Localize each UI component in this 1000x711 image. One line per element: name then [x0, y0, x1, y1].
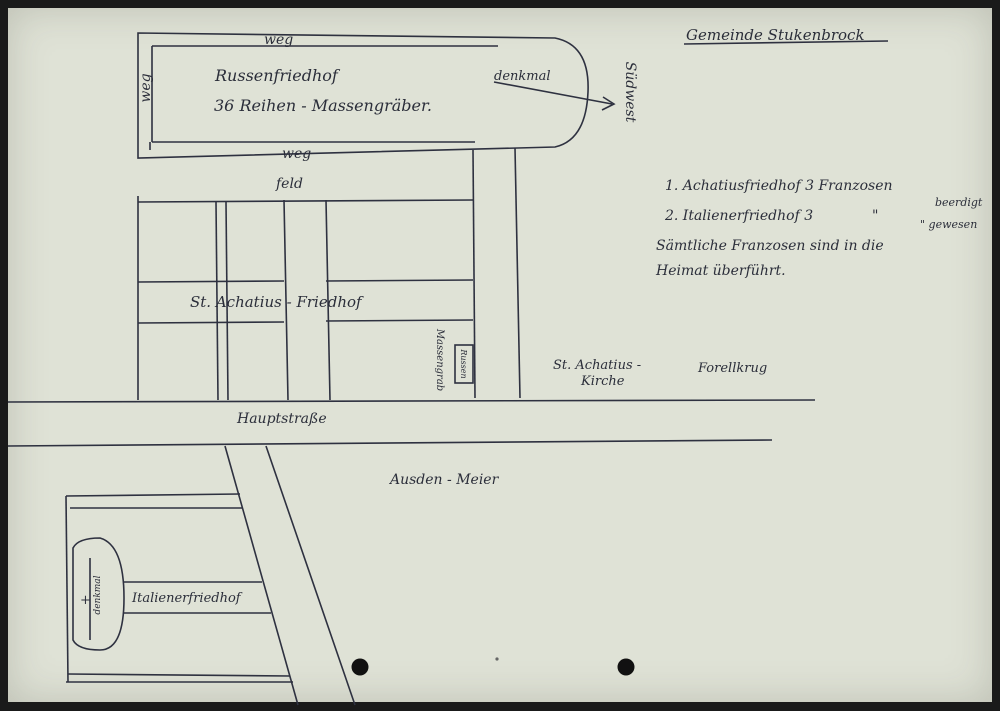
weg-top-label: weg [264, 32, 293, 48]
italienerfriedhof-block [65, 493, 293, 683]
denkmal-label: denkmal [494, 69, 551, 84]
street-label: Hauptstraße [236, 411, 327, 427]
weg-bottom-label: weg [282, 146, 311, 162]
direction-label: Südwest [622, 62, 638, 123]
area-label: Ausden - Meier [388, 472, 500, 488]
street-edge-top [7, 399, 816, 403]
italienerfriedhof-label: Italienerfriedhof [131, 591, 243, 606]
title: Gemeinde Stukenbrock [686, 26, 865, 44]
church-label-line2: Kirche [580, 374, 625, 389]
achatius-friedhof-grid [137, 196, 474, 401]
street-edge-bottom [7, 439, 773, 447]
achatius-friedhof-label: St. Achatius - Friedhof [190, 293, 364, 311]
russen-grave-label: Russen [459, 348, 468, 378]
weg-left-label: weg [138, 73, 154, 102]
title-underline [683, 40, 889, 45]
note-ditto: " [872, 208, 878, 224]
cross-symbol: + [80, 593, 91, 608]
punch-hole-left [351, 658, 369, 676]
church-label: St. Achatius - [553, 358, 641, 373]
feld-label: feld [275, 176, 303, 192]
paper [8, 8, 992, 702]
italiener-denkmal-label: denkmal [93, 575, 103, 614]
massengrab-label: Massengrab [434, 328, 445, 391]
note-line-2: 2. Italienerfriedhof 3 [664, 208, 813, 224]
inn-label: Forellkrug [697, 361, 767, 376]
note-line-4: Heimat überführt. [655, 263, 786, 279]
russenfriedhof-name: Russenfriedhof [214, 66, 341, 85]
notes: 1. Achatiusfriedhof 3 Franzosen 2. Itali… [655, 178, 983, 279]
note-line-3: Sämtliche Franzosen sind in die [656, 238, 884, 254]
side-road-right [265, 445, 356, 706]
center-mark [495, 657, 499, 661]
note-beerdigt: beerdigt [935, 196, 983, 209]
russenfriedhof-detail: 36 Reihen - Massengräber. [214, 96, 432, 115]
note-gewesen: " gewesen [920, 218, 977, 231]
note-line-1: 1. Achatiusfriedhof 3 Franzosen [665, 178, 893, 194]
russenfriedhof-block [137, 32, 616, 159]
side-road-left [224, 445, 299, 706]
punch-hole-right [617, 658, 635, 676]
